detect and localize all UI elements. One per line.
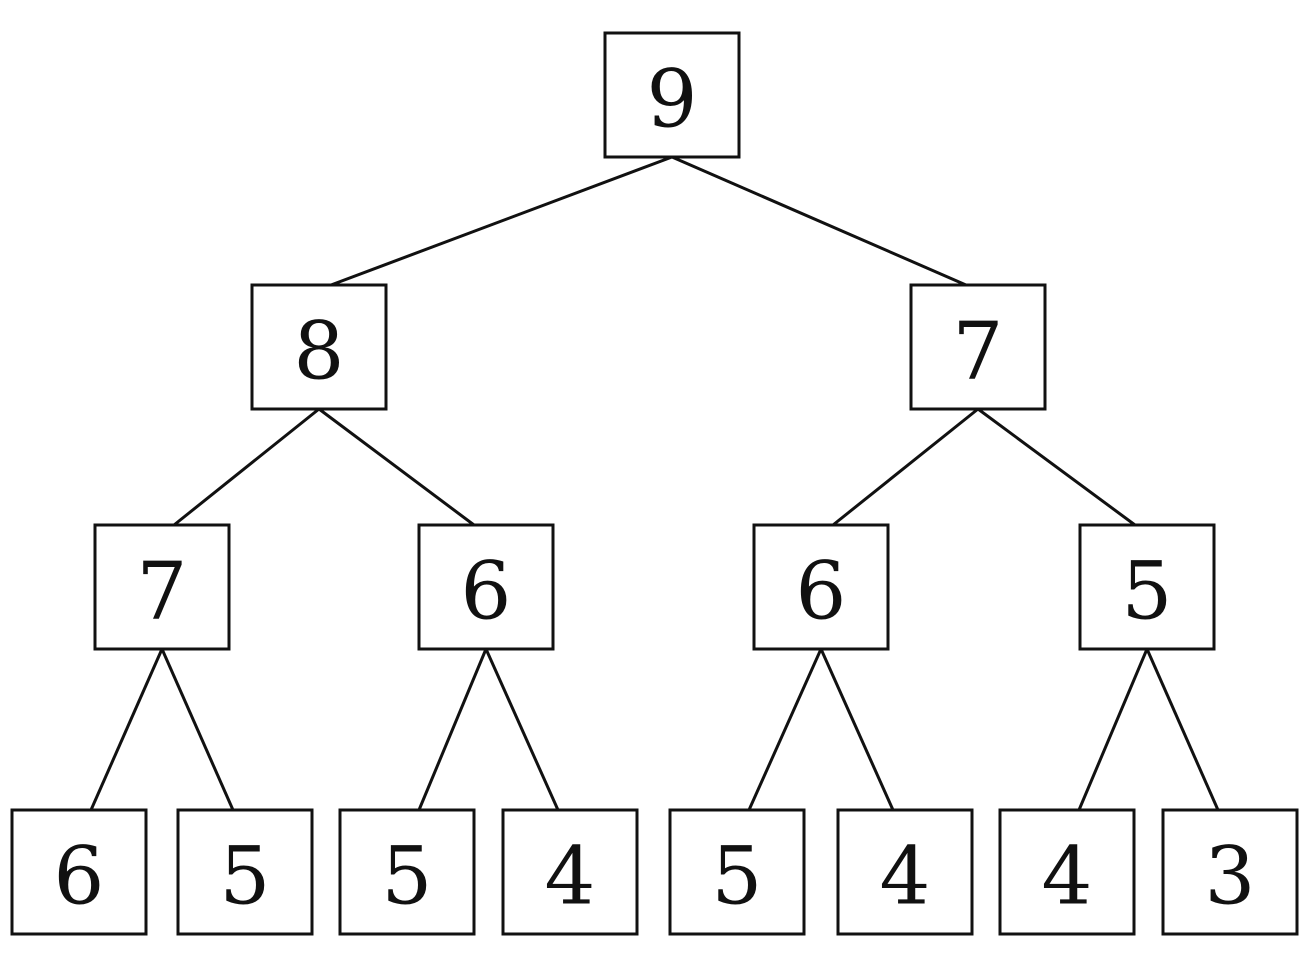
tree-node-2-2: 6 (752, 523, 890, 651)
node-box (603, 31, 741, 159)
node-value: 4 (880, 830, 931, 923)
node-box (909, 283, 1047, 411)
node-value: 6 (461, 545, 512, 638)
node-value: 4 (545, 830, 596, 923)
node-value: 7 (953, 305, 1004, 398)
edge-2-2-to-3-5 (819, 648, 895, 811)
edge-1-0-to-2-1 (318, 407, 475, 527)
tree-node-2-0: 7 (93, 523, 231, 651)
edge-1-1-to-2-2 (832, 407, 979, 527)
tree-node-2-1: 6 (417, 523, 555, 651)
node-box (1161, 808, 1299, 936)
tree-node-3-6: 4 (998, 808, 1136, 936)
node-box (998, 808, 1136, 936)
node-value: 6 (796, 545, 847, 638)
node-value: 8 (294, 305, 345, 398)
node-box (1078, 523, 1216, 651)
tree-node-3-2: 5 (338, 808, 476, 936)
node-value: 9 (647, 53, 698, 146)
node-value: 7 (137, 545, 188, 638)
edge-1-0-to-2-0 (173, 407, 320, 527)
edge-2-1-to-3-3 (484, 648, 560, 811)
node-value: 3 (1205, 830, 1256, 923)
node-value: 5 (712, 830, 763, 923)
tree-node-3-7: 3 (1161, 808, 1299, 936)
node-box (10, 808, 148, 936)
edge-1-1-to-2-3 (977, 407, 1136, 527)
node-box (836, 808, 974, 936)
edge-0-0-to-1-1 (671, 155, 967, 287)
tree-node-3-0: 6 (10, 808, 148, 936)
tree-node-3-4: 5 (668, 808, 806, 936)
node-value: 4 (1042, 830, 1093, 923)
tree-node-3-5: 4 (836, 808, 974, 936)
node-box (752, 523, 890, 651)
edge-2-3-to-3-7 (1145, 648, 1220, 811)
node-box (501, 808, 639, 936)
node-box (176, 808, 314, 936)
edge-2-1-to-3-2 (417, 648, 488, 811)
node-box (668, 808, 806, 936)
edge-0-0-to-1-0 (330, 155, 673, 287)
node-box (93, 523, 231, 651)
tree-node-1-1: 7 (909, 283, 1047, 411)
node-box (338, 808, 476, 936)
node-value: 5 (220, 830, 271, 923)
tree-node-0-0: 9 (603, 31, 741, 159)
node-value: 5 (382, 830, 433, 923)
tree-node-3-1: 5 (176, 808, 314, 936)
edge-2-0-to-3-1 (160, 648, 235, 811)
node-box (417, 523, 555, 651)
node-value: 5 (1122, 545, 1173, 638)
edge-2-2-to-3-4 (747, 648, 823, 811)
edge-2-0-to-3-0 (89, 648, 164, 811)
tree-node-2-3: 5 (1078, 523, 1216, 651)
node-box (250, 283, 388, 411)
edge-2-3-to-3-6 (1077, 648, 1149, 811)
tree-node-1-0: 8 (250, 283, 388, 411)
tree-node-3-3: 4 (501, 808, 639, 936)
tree-edges (89, 155, 1220, 811)
tree-nodes: 9 8 7 7 6 6 5 6 5 5 4 5 4 4 3 (10, 31, 1299, 936)
node-value: 6 (54, 830, 105, 923)
